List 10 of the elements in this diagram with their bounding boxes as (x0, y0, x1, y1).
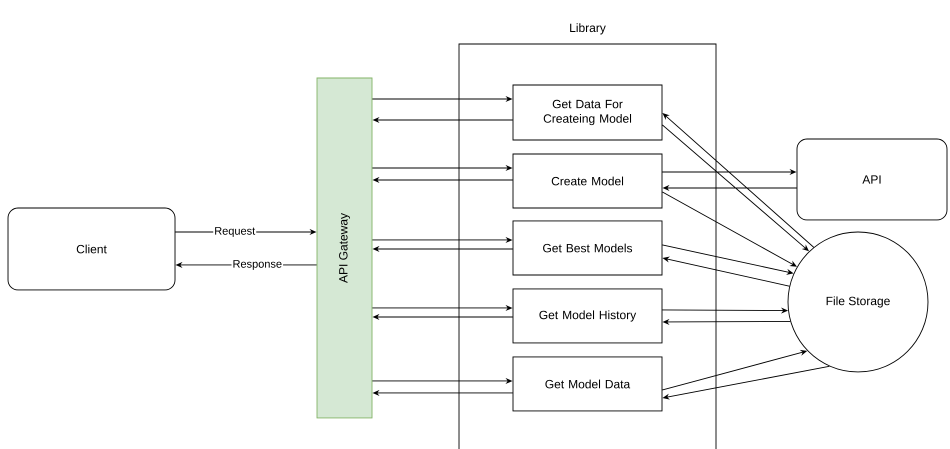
gateway-bar: API Gateway (316, 78, 372, 418)
process-box: Get Model Data (512, 356, 662, 412)
client-box: Client (8, 208, 176, 290)
process-box: Get Data For Createing Model (512, 84, 662, 140)
edge-label: Response (232, 259, 284, 271)
process-box: Get Best Models (512, 220, 662, 276)
process-box: Get Model History (512, 288, 662, 344)
edge-label: Request (213, 226, 256, 238)
service-box: API (796, 138, 948, 220)
process-box: Create Model (512, 154, 662, 208)
